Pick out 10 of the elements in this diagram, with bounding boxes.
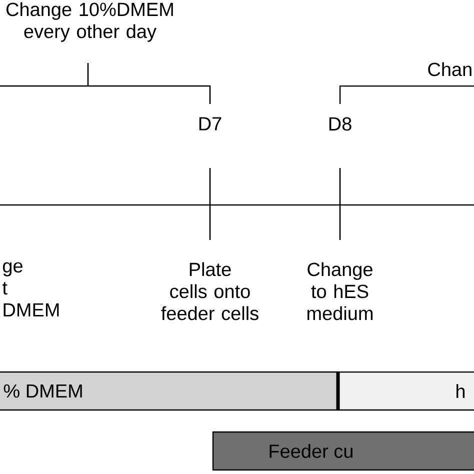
bar: % DMEM xyxy=(0,371,339,411)
timeline-label: D8 xyxy=(329,117,352,131)
timeline-label: Change to hES medium xyxy=(307,262,373,320)
bar: h xyxy=(337,371,474,411)
timeline-label: D7 xyxy=(199,117,222,130)
timeline-label: ge t DMEM xyxy=(2,262,59,316)
bar: Feeder cu xyxy=(212,431,474,471)
timeline-label: Change 10%DMEM every other day xyxy=(6,2,173,42)
timeline-label: Chan xyxy=(428,62,472,76)
timeline-label: Plate cells onto feeder cells xyxy=(161,262,258,320)
